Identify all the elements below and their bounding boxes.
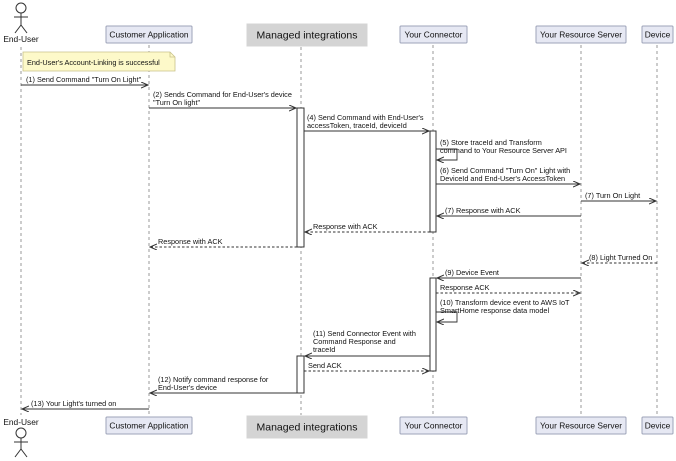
activation-connector-2 — [429, 277, 437, 372]
your-connector-box-top — [399, 25, 468, 44]
arrow-5-self — [436, 148, 458, 160]
device-label-bottom: Device — [645, 421, 671, 431]
managed-integrations-box-bottom — [246, 415, 368, 439]
message-5-label: (5) Store traceId and Transform command … — [440, 138, 567, 155]
your-connector-label-bottom: Your Connector — [405, 421, 463, 431]
end-user-actor-icon-top — [14, 2, 28, 34]
customer-application-label-bottom: Customer Application — [109, 421, 188, 431]
message-7-label: (7) Turn On Light — [585, 191, 640, 200]
message-12-label: (12) Notify command response for End-Use… — [158, 375, 270, 392]
customer-application-label-top: Customer Application — [109, 30, 188, 40]
response-to-customer-label: Response with ACK — [158, 237, 223, 246]
managed-integrations-box-top — [246, 23, 368, 47]
activation-connector-1 — [429, 130, 437, 233]
customer-application-box-top — [105, 25, 193, 44]
device-box-bottom — [641, 416, 674, 435]
your-resource-server-box-bottom — [535, 416, 627, 435]
your-resource-server-label-top: Your Resource Server — [540, 30, 622, 40]
your-resource-server-box-top — [535, 25, 627, 44]
response-to-managed-label: Response with ACK — [313, 222, 378, 231]
message-2-label: (2) Sends Command for End-User's device … — [153, 90, 294, 107]
activation-managed-2 — [296, 355, 305, 394]
managed-integrations-label-top: Managed integrations — [257, 30, 358, 42]
activation-managed-1 — [296, 107, 305, 248]
message-10-label: (10) Transform device event to AWS IoT S… — [440, 298, 571, 315]
end-user-label-bottom: End-User — [3, 417, 39, 427]
message-8-label: (8) Light Turned On — [589, 253, 652, 262]
end-user-label-top: End-User — [3, 34, 39, 44]
account-linking-note-text: End-User's Account-Linking is successful — [27, 58, 160, 67]
account-linking-note — [22, 51, 176, 72]
message-7-response-label: (7) Response with ACK — [445, 206, 521, 215]
managed-integrations-label-bottom: Managed integrations — [257, 422, 358, 434]
message-9-label: (9) Device Event — [445, 268, 499, 277]
device-label-top: Device — [645, 30, 671, 40]
message-11-label: (11) Send Connector Event with Command R… — [313, 329, 418, 354]
message-4-label: (4) Send Command with End-User's accessT… — [307, 113, 426, 130]
your-connector-box-bottom — [399, 416, 468, 435]
arrow-10-self — [436, 311, 458, 322]
customer-application-box-bottom — [105, 416, 193, 435]
response-ack-label: Response ACK — [440, 283, 490, 292]
your-resource-server-label-bottom: Your Resource Server — [540, 421, 622, 431]
message-1-label: (1) Send Command "Turn On Light" — [26, 75, 142, 84]
message-6-label: (6) Send Command "Turn On" Light with De… — [440, 166, 572, 183]
your-connector-label-top: Your Connector — [405, 30, 463, 40]
send-ack-label: Send ACK — [308, 361, 342, 370]
message-13-label: (13) Your Light's turned on — [31, 399, 116, 408]
device-box-top — [641, 25, 674, 44]
end-user-actor-icon-bottom — [14, 427, 28, 458]
